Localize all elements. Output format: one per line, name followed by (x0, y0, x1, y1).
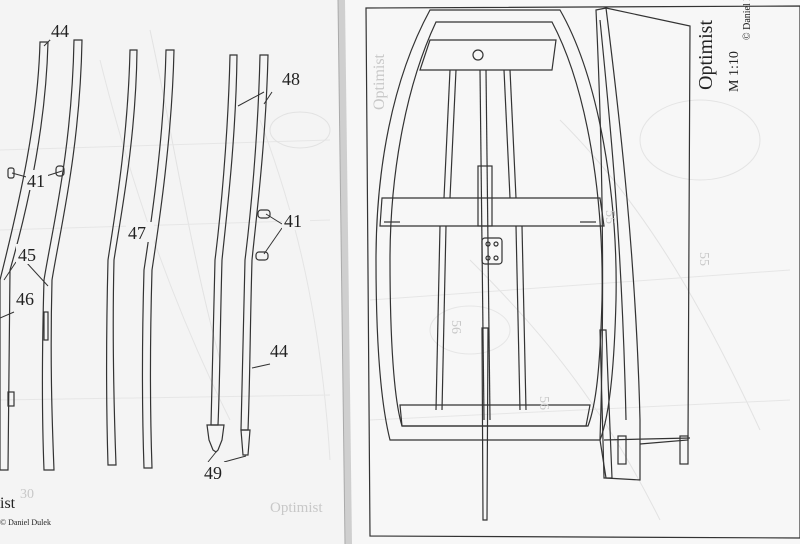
ghost-55-a: 55 (602, 210, 617, 224)
label-47: 47 (128, 223, 146, 243)
hull-outline (375, 9, 617, 441)
ghost-56-a: 56 (448, 320, 463, 334)
fitting-41-d (255, 251, 269, 261)
plan-title: Optimist (695, 20, 717, 90)
profile-transom (605, 7, 691, 445)
center-thwart (379, 197, 605, 227)
label-45: 45 (18, 245, 36, 265)
mast-step (472, 49, 484, 61)
stern-transom (399, 404, 591, 427)
label-44-right: 44 (270, 341, 288, 361)
bow-transom (419, 39, 557, 71)
label-41-left: 41 (27, 171, 45, 191)
fitting-left-low (7, 391, 15, 407)
plan-author: © Daniel Dulek (742, 0, 753, 40)
label-49: 49 (204, 463, 222, 483)
frame-piece-44-left (0, 41, 49, 471)
label-44-top: 44 (51, 21, 69, 41)
left-sheet (0, 0, 346, 544)
ghost-55-b: 55 (696, 252, 711, 266)
ghost-title: Optimist (371, 53, 388, 110)
tab-49 (240, 429, 251, 456)
centerboard-case (477, 165, 493, 227)
hull-inner (389, 21, 603, 427)
label-backgrounds (14, 22, 310, 482)
part-labels: 44 41 45 46 47 48 41 44 49 (16, 21, 302, 483)
rudder-fitting-a (617, 435, 627, 465)
fitting-41-b (7, 167, 15, 179)
fork-49 (206, 424, 225, 453)
hull-profile (595, 7, 691, 481)
label-48: 48 (282, 69, 300, 89)
footer-ghost-page: 30 (20, 487, 34, 502)
footer-title-fragment: ist (0, 495, 16, 512)
frame-parts (0, 39, 271, 471)
right-sheet (345, 0, 800, 544)
left-footer: ist © Daniel Dulek Optimist 30 (0, 487, 323, 527)
footer-ghost-title: Optimist (270, 500, 323, 516)
label-46: 46 (16, 289, 34, 309)
rudder-blade (599, 329, 613, 479)
frame-piece-47-left (105, 49, 138, 466)
fitting-41-a (55, 165, 65, 177)
label-41-right: 41 (284, 211, 302, 231)
rudder-fitting-b (679, 435, 689, 465)
title-block: Optimist (695, 20, 717, 90)
profile-sheer (599, 19, 627, 421)
scale-block: M 1:10 (727, 51, 742, 92)
daggerboard (481, 327, 489, 521)
ghost-labels: Optimist 55 55 56 56 (371, 53, 711, 410)
fitting-46 (43, 311, 49, 341)
frame-piece-44-right (41, 39, 83, 471)
fitting-41-c (257, 209, 271, 219)
profile-outline (595, 7, 641, 481)
fitting-center (481, 237, 503, 265)
ghost-56-b: 56 (536, 396, 551, 410)
plan-scale: M 1:10 (727, 51, 742, 92)
hull-plan (375, 9, 617, 521)
author-block: © Daniel Dulek (742, 0, 753, 40)
footer-author: © Daniel Dulek (0, 518, 51, 527)
